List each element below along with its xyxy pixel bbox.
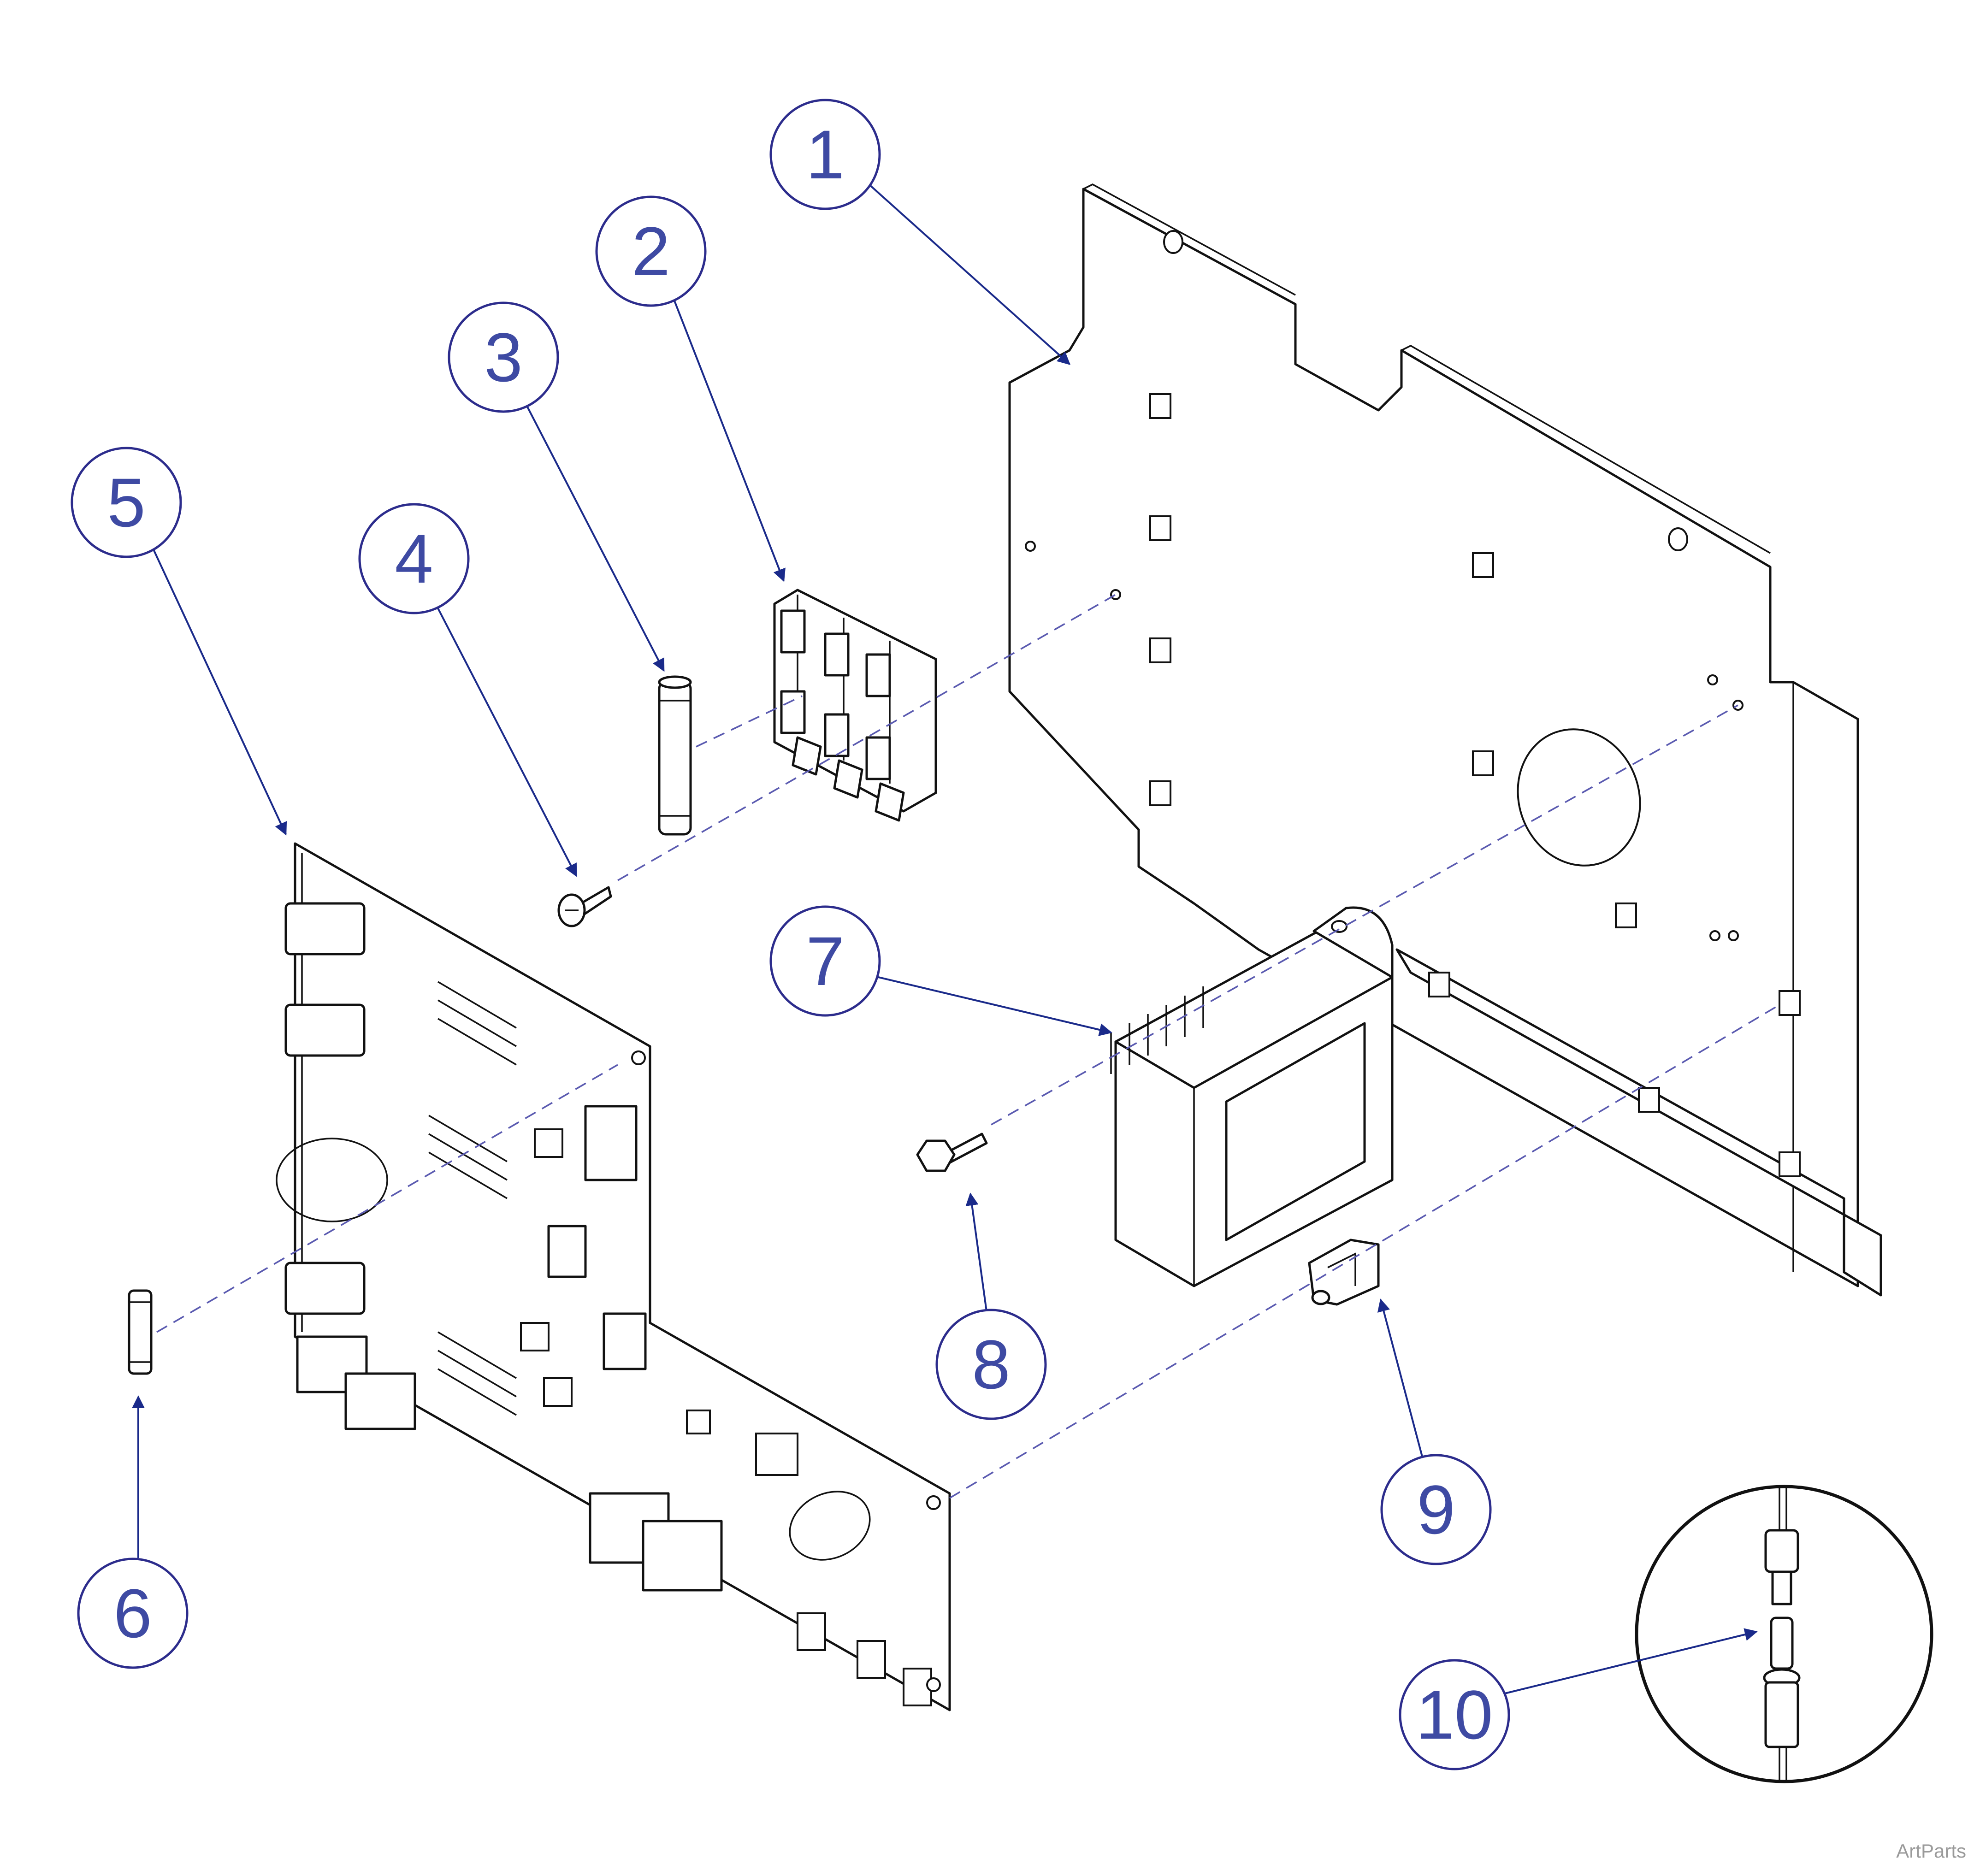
- callout-number: 3: [484, 319, 522, 396]
- standoff-clip: [1308, 1239, 1380, 1306]
- callout-1: 1: [769, 99, 881, 210]
- mounting-plate: [1008, 183, 1882, 1297]
- callout-8: 8: [935, 1309, 1047, 1420]
- circuit-board: [276, 842, 951, 1711]
- callout-4: 4: [358, 503, 470, 614]
- inline-fuse-detail: [1635, 1485, 1933, 1783]
- fuse-small: [128, 1289, 153, 1375]
- fuse-holder: [773, 589, 937, 822]
- transformer: [1110, 906, 1394, 1287]
- callout-3: 3: [448, 301, 559, 413]
- callout-number: 7: [806, 922, 844, 1000]
- callout-number: 8: [972, 1326, 1010, 1403]
- screw: [557, 886, 612, 927]
- fuse-large: [658, 675, 692, 836]
- callout-number: 5: [107, 464, 145, 541]
- callout-number: 1: [806, 116, 844, 193]
- callout-number: 10: [1416, 1676, 1493, 1753]
- callout-6: 6: [77, 1557, 189, 1669]
- leader-lines: [132, 183, 1758, 1695]
- callout-9: 9: [1380, 1454, 1492, 1565]
- callout-number: 6: [113, 1575, 152, 1652]
- assembly-lines: [156, 594, 1780, 1499]
- callout-number: 4: [395, 520, 433, 597]
- callout-number: 2: [632, 212, 670, 290]
- callout-5: 5: [71, 447, 182, 558]
- hex-screw: [916, 1133, 988, 1172]
- artparts-watermark: ArtParts: [1896, 1840, 1966, 1862]
- callout-7: 7: [769, 905, 881, 1017]
- callout-10: 10: [1399, 1659, 1510, 1770]
- callout-2: 2: [595, 195, 707, 307]
- callout-number: 9: [1417, 1471, 1455, 1548]
